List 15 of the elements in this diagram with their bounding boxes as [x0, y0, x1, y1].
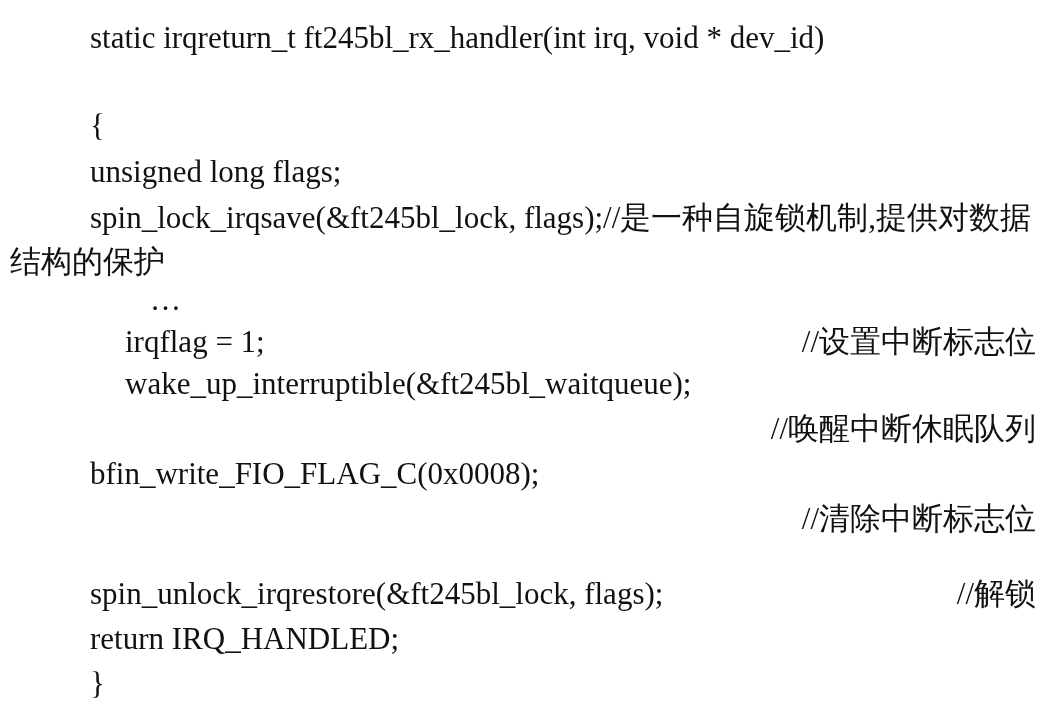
- code-line: wake_up_interruptible(&ft245bl_waitqueue);: [125, 365, 692, 403]
- code-comment: //清除中断标志位: [801, 500, 1036, 538]
- code-comment: //设置中断标志位: [801, 323, 1036, 361]
- code-comment: //唤醒中断休眠队列: [770, 410, 1036, 448]
- code-comment: //解锁: [956, 575, 1036, 613]
- code-line: return IRQ_HANDLED;: [90, 620, 400, 658]
- code-line: irqflag = 1;: [125, 323, 265, 361]
- code-line: spin_lock_irqsave(&ft245bl_lock, flags);//是一种自旋锁机制,提供对数据结构的保护: [10, 199, 1033, 281]
- code-line: spin_unlock_irqrestore(&ft245bl_lock, flags);: [90, 575, 664, 613]
- code-line: bfin_write_FIO_FLAG_C(0x0008);: [90, 455, 540, 493]
- code-line: {: [90, 107, 105, 145]
- code-line: unsigned long flags;: [90, 153, 342, 191]
- code-line: }: [90, 665, 105, 703]
- ellipsis: …: [150, 281, 181, 319]
- code-line: static irqreturn_t ft245bl_rx_handler(int irq, void * dev_id): [89, 19, 826, 57]
